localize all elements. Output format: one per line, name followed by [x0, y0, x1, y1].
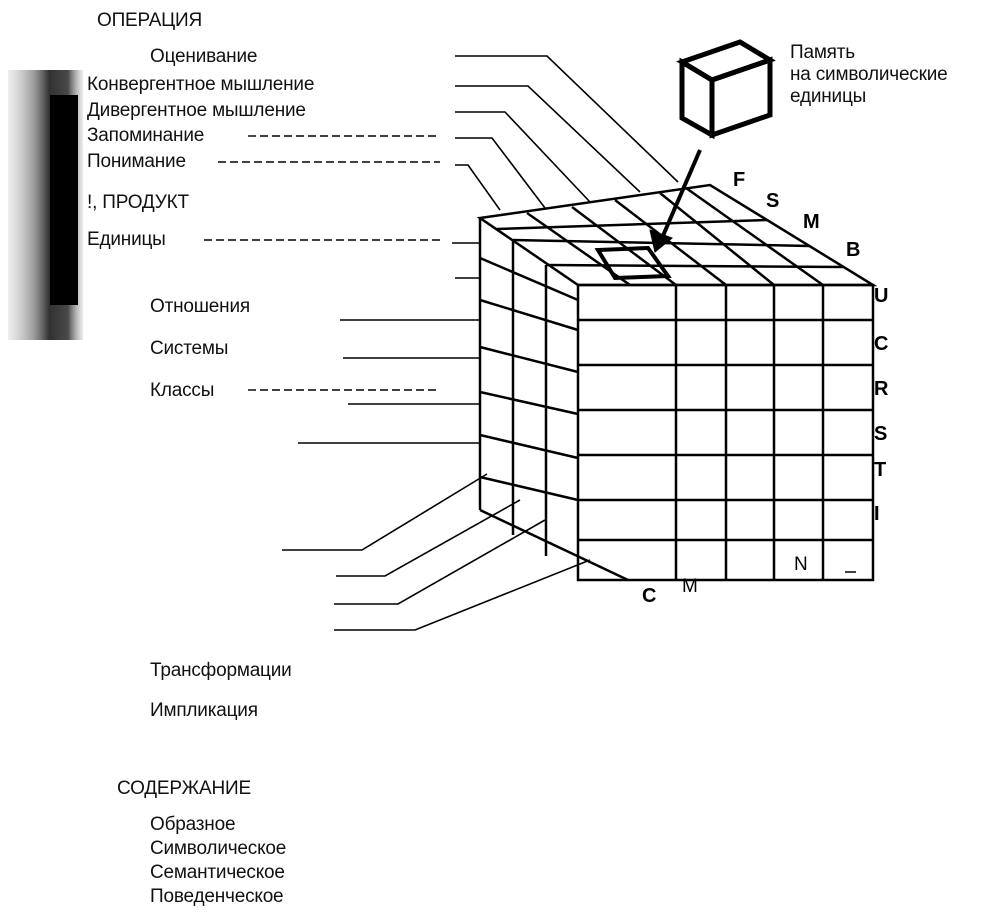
top-letter: B: [846, 239, 860, 261]
operation-item: Понимание: [87, 151, 186, 172]
callout-line-1: Память: [790, 42, 855, 63]
product-item: Импликация: [150, 700, 258, 721]
cube-front-face: [576, 283, 875, 582]
bottom-letter: C: [642, 585, 656, 607]
right-letter: U: [874, 285, 888, 307]
operation-item: Дивергентное мышление: [87, 100, 306, 121]
right-letter: I: [874, 503, 880, 525]
content-item: Символическое: [150, 838, 287, 859]
content-item: Семантическое: [150, 862, 285, 883]
top-letter: F: [733, 169, 745, 191]
memory-cube-icon: [676, 39, 776, 140]
content-item: Образное: [150, 814, 236, 835]
product-item: Трансформации: [150, 660, 292, 681]
cube-top-face: [476, 183, 878, 287]
right-letter: R: [874, 378, 889, 400]
product-item: Отношения: [150, 296, 250, 317]
callout-line-3: единицы: [790, 86, 867, 107]
product-item: Единицы: [87, 229, 166, 250]
right-letter: T: [874, 459, 886, 481]
top-letter: M: [803, 211, 820, 233]
callout-line-2: на символические: [790, 64, 948, 85]
right-letter: S: [874, 423, 887, 445]
operation-item: Запоминание: [87, 125, 205, 146]
top-letter: S: [766, 190, 779, 212]
product-heading: !, ПРОДУКТ: [87, 192, 189, 213]
cube-left-face: [478, 218, 629, 582]
right-letter: C: [874, 333, 888, 355]
operation-heading: ОПЕРАЦИЯ: [97, 10, 203, 31]
product-item: Классы: [150, 380, 215, 401]
operation-item: Оценивание: [150, 46, 258, 67]
bottom-letter: M: [682, 576, 698, 597]
operation-item: Конвергентное мышление: [87, 74, 315, 95]
content-heading: СОДЕРЖАНИЕ: [117, 778, 251, 799]
bottom-letter: N: [794, 554, 808, 575]
product-item: Системы: [150, 338, 229, 359]
content-item: Поведенческое: [150, 886, 284, 907]
